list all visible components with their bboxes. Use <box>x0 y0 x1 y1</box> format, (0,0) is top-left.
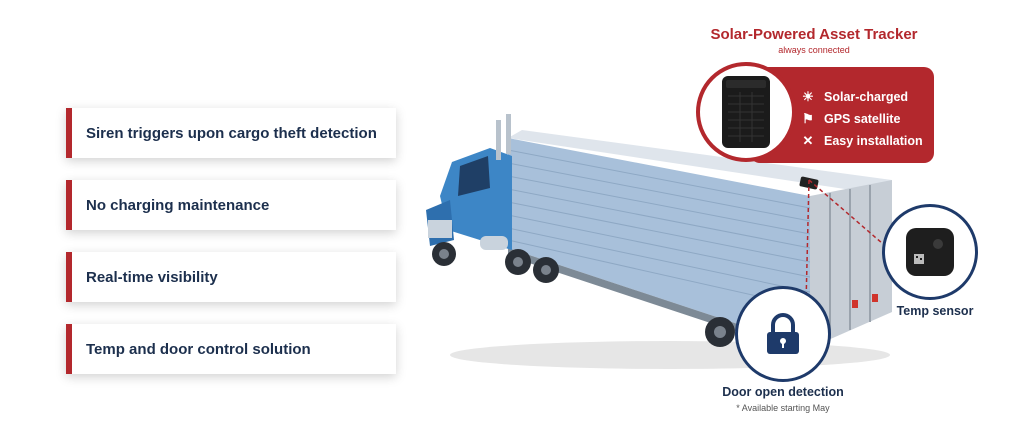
spec-item-installation: ✕ Easy installation <box>800 130 923 152</box>
temp-sensor-image <box>882 204 978 300</box>
spec-label: Easy installation <box>824 134 923 148</box>
tracker-device-image <box>696 62 796 162</box>
temp-sensor-label: Temp sensor <box>896 304 974 318</box>
spec-item-gps: ⚑ GPS satellite <box>800 108 923 130</box>
tools-icon: ✕ <box>802 133 814 148</box>
feature-label: No charging maintenance <box>86 196 270 214</box>
lock-icon <box>767 313 799 354</box>
spec-label: GPS satellite <box>824 112 901 126</box>
feature-card-realtime: Real-time visibility <box>66 252 396 302</box>
feature-card-no-charging: No charging maintenance <box>66 180 396 230</box>
feature-label: Temp and door control solution <box>86 340 311 358</box>
tracker-subtitle: always connected <box>778 45 850 55</box>
solar-tracker-icon <box>722 76 770 148</box>
feature-card-temp-door: Temp and door control solution <box>66 324 396 374</box>
gps-icon: ⚑ <box>802 111 814 126</box>
temp-sensor-icon <box>906 228 954 276</box>
tracker-spec-list: ☀ Solar-charged ⚑ GPS satellite ✕ Easy i… <box>800 86 923 152</box>
feature-label: Real-time visibility <box>86 268 218 286</box>
truck-illustration <box>426 114 892 369</box>
tracker-title: Solar-Powered Asset Tracker <box>710 26 918 43</box>
feature-card-siren: Siren triggers upon cargo theft detectio… <box>66 108 396 158</box>
spec-item-solar: ☀ Solar-charged <box>800 86 923 108</box>
door-detection-note: * Available starting May <box>736 403 830 413</box>
door-detection-label: Door open detection <box>722 385 844 399</box>
door-detection-image <box>735 286 831 382</box>
feature-label: Siren triggers upon cargo theft detectio… <box>86 124 377 142</box>
spec-label: Solar-charged <box>824 90 909 104</box>
sun-icon: ☀ <box>802 89 814 104</box>
